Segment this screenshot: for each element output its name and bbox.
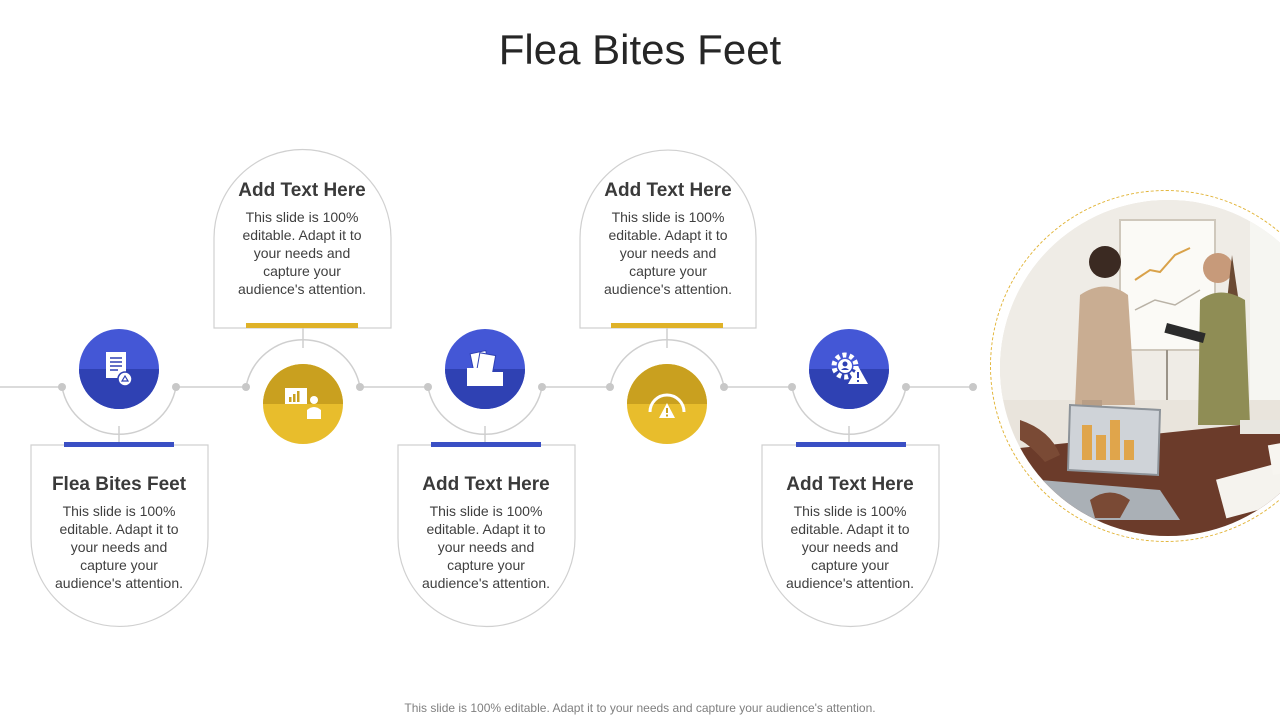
accent-bars [64, 323, 906, 447]
gauge-warning-icon [648, 393, 686, 418]
slide-footer: This slide is 100% editable. Adapt it to… [404, 701, 876, 715]
step-5-circle [809, 329, 889, 409]
timeline-dots [58, 383, 977, 391]
step-1-text: Flea Bites Feet This slide is 100% edita… [31, 474, 207, 592]
step-5-body: This slide is 100% editable. Adapt it to… [786, 503, 914, 591]
step-3-text: Add Text Here This slide is 100% editabl… [398, 474, 574, 592]
step-3-circle [445, 329, 525, 409]
step-4-body: This slide is 100% editable. Adapt it to… [604, 209, 732, 297]
presentation-chart-icon [285, 388, 321, 419]
step-3-body: This slide is 100% editable. Adapt it to… [422, 503, 550, 591]
folder-documents-icon [467, 349, 503, 386]
timeline-line [0, 328, 973, 445]
step-1-circle [79, 329, 159, 409]
step-5-text: Add Text Here This slide is 100% editabl… [762, 474, 938, 592]
gear-user-warning-icon [831, 352, 868, 384]
step-2-heading: Add Text Here [238, 180, 366, 201]
text-box-outlines [30, 148, 940, 628]
step-1-heading: Flea Bites Feet [51, 474, 187, 495]
step-4-text: Add Text Here This slide is 100% editabl… [580, 180, 756, 298]
step-3-heading: Add Text Here [422, 474, 550, 495]
step-2-body: This slide is 100% editable. Adapt it to… [238, 209, 366, 297]
step-4-circle [627, 364, 707, 444]
document-recycle-icon [106, 352, 133, 387]
step-5-heading: Add Text Here [786, 474, 914, 495]
step-1-body: This slide is 100% editable. Adapt it to… [55, 503, 183, 591]
slide-title: Flea Bites Feet [498, 26, 782, 73]
step-2-circle [263, 364, 343, 444]
step-4-heading: Add Text Here [604, 180, 732, 201]
step-2-text: Add Text Here This slide is 100% editabl… [214, 180, 390, 298]
